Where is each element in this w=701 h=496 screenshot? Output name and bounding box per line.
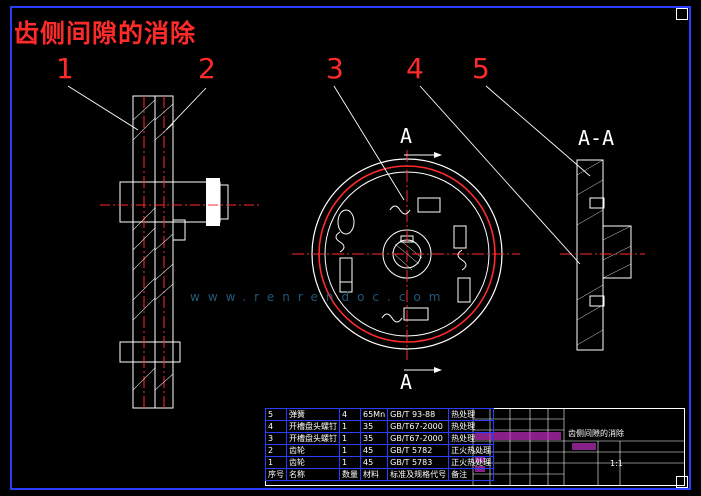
title-block-drawing-name: 齿侧间隙的消除 (568, 429, 624, 438)
bom-cell: 材料 (359, 468, 389, 481)
bom-cell: 热处理 (448, 420, 495, 433)
bom-cell: 1 (339, 456, 361, 469)
callout-5: 5 (472, 52, 490, 85)
section-cut-top: A (400, 124, 413, 148)
bom-cell: 数量 (339, 468, 361, 481)
bom-cell: 5 (265, 408, 287, 421)
corner-mark (676, 8, 688, 20)
bom-cell: 齿轮 (286, 444, 340, 457)
bom-cell: 热处理 (448, 408, 495, 421)
callout-2: 2 (198, 52, 216, 85)
bom-cell: 名称 (286, 468, 340, 481)
bom-cell: 标准及规格代号 (387, 468, 450, 481)
title-block-scale: 1:1 (610, 459, 623, 468)
spring-screw-assemblies (335, 197, 471, 323)
bom-cell: 3 (265, 432, 287, 445)
bom-cell: 1 (265, 456, 287, 469)
bom-cell: GB/T 93-88 (387, 408, 450, 421)
bom-cell: 1 (339, 420, 361, 433)
callout-4: 4 (406, 52, 424, 85)
bom-cell: GB/T67-2000 (387, 432, 450, 445)
bom-cell: 序号 (265, 468, 287, 481)
drawing-title: 齿侧间隙的消除 (14, 19, 197, 48)
bom-cell: 正火热处理 (448, 456, 495, 469)
shaft-upper (119, 181, 221, 223)
callout-1: 1 (56, 52, 74, 85)
bom-cell: GB/T 5782 (387, 444, 450, 457)
bom-cell: 热处理 (448, 432, 495, 445)
bolt-head (206, 178, 229, 226)
bom-cell: 1 (339, 444, 361, 457)
bom-cell: 4 (339, 408, 361, 421)
bom-cell: 开槽盘头螺钉 (286, 420, 340, 433)
bom-cell: 65Mn (359, 408, 389, 421)
bom-cell: 正火热处理 (448, 444, 495, 457)
bom-cell: 4 (265, 420, 287, 433)
bom-cell: GB/T67-2000 (387, 420, 450, 433)
bom-cell: 35 (359, 432, 389, 445)
watermark: www.renrendoc.com (190, 290, 449, 304)
bom-cell: GB/T 5783 (387, 456, 450, 469)
bom-cell: 弹簧 (286, 408, 340, 421)
section-gear-body (576, 159, 604, 351)
bom-cell: 开槽盘头螺钉 (286, 432, 340, 445)
callout-3: 3 (326, 52, 344, 85)
bom-cell: 齿轮 (286, 456, 340, 469)
bom-cell: 1 (339, 432, 361, 445)
bom-cell: 备注 (448, 468, 495, 481)
bom-cell: 35 (359, 420, 389, 433)
drawing-frame (10, 6, 691, 490)
bom-header-row: 序号名称数量材料标准及规格代号备注 (265, 468, 495, 481)
bom-cell: 45 (359, 444, 389, 457)
bom-cell: 2 (265, 444, 287, 457)
corner-mark (676, 476, 688, 488)
section-view-label: A-A (578, 126, 615, 150)
bom-cell: 45 (359, 456, 389, 469)
section-hub (602, 225, 632, 279)
shaft-lower (119, 341, 181, 363)
section-cut-bottom: A (400, 370, 413, 394)
